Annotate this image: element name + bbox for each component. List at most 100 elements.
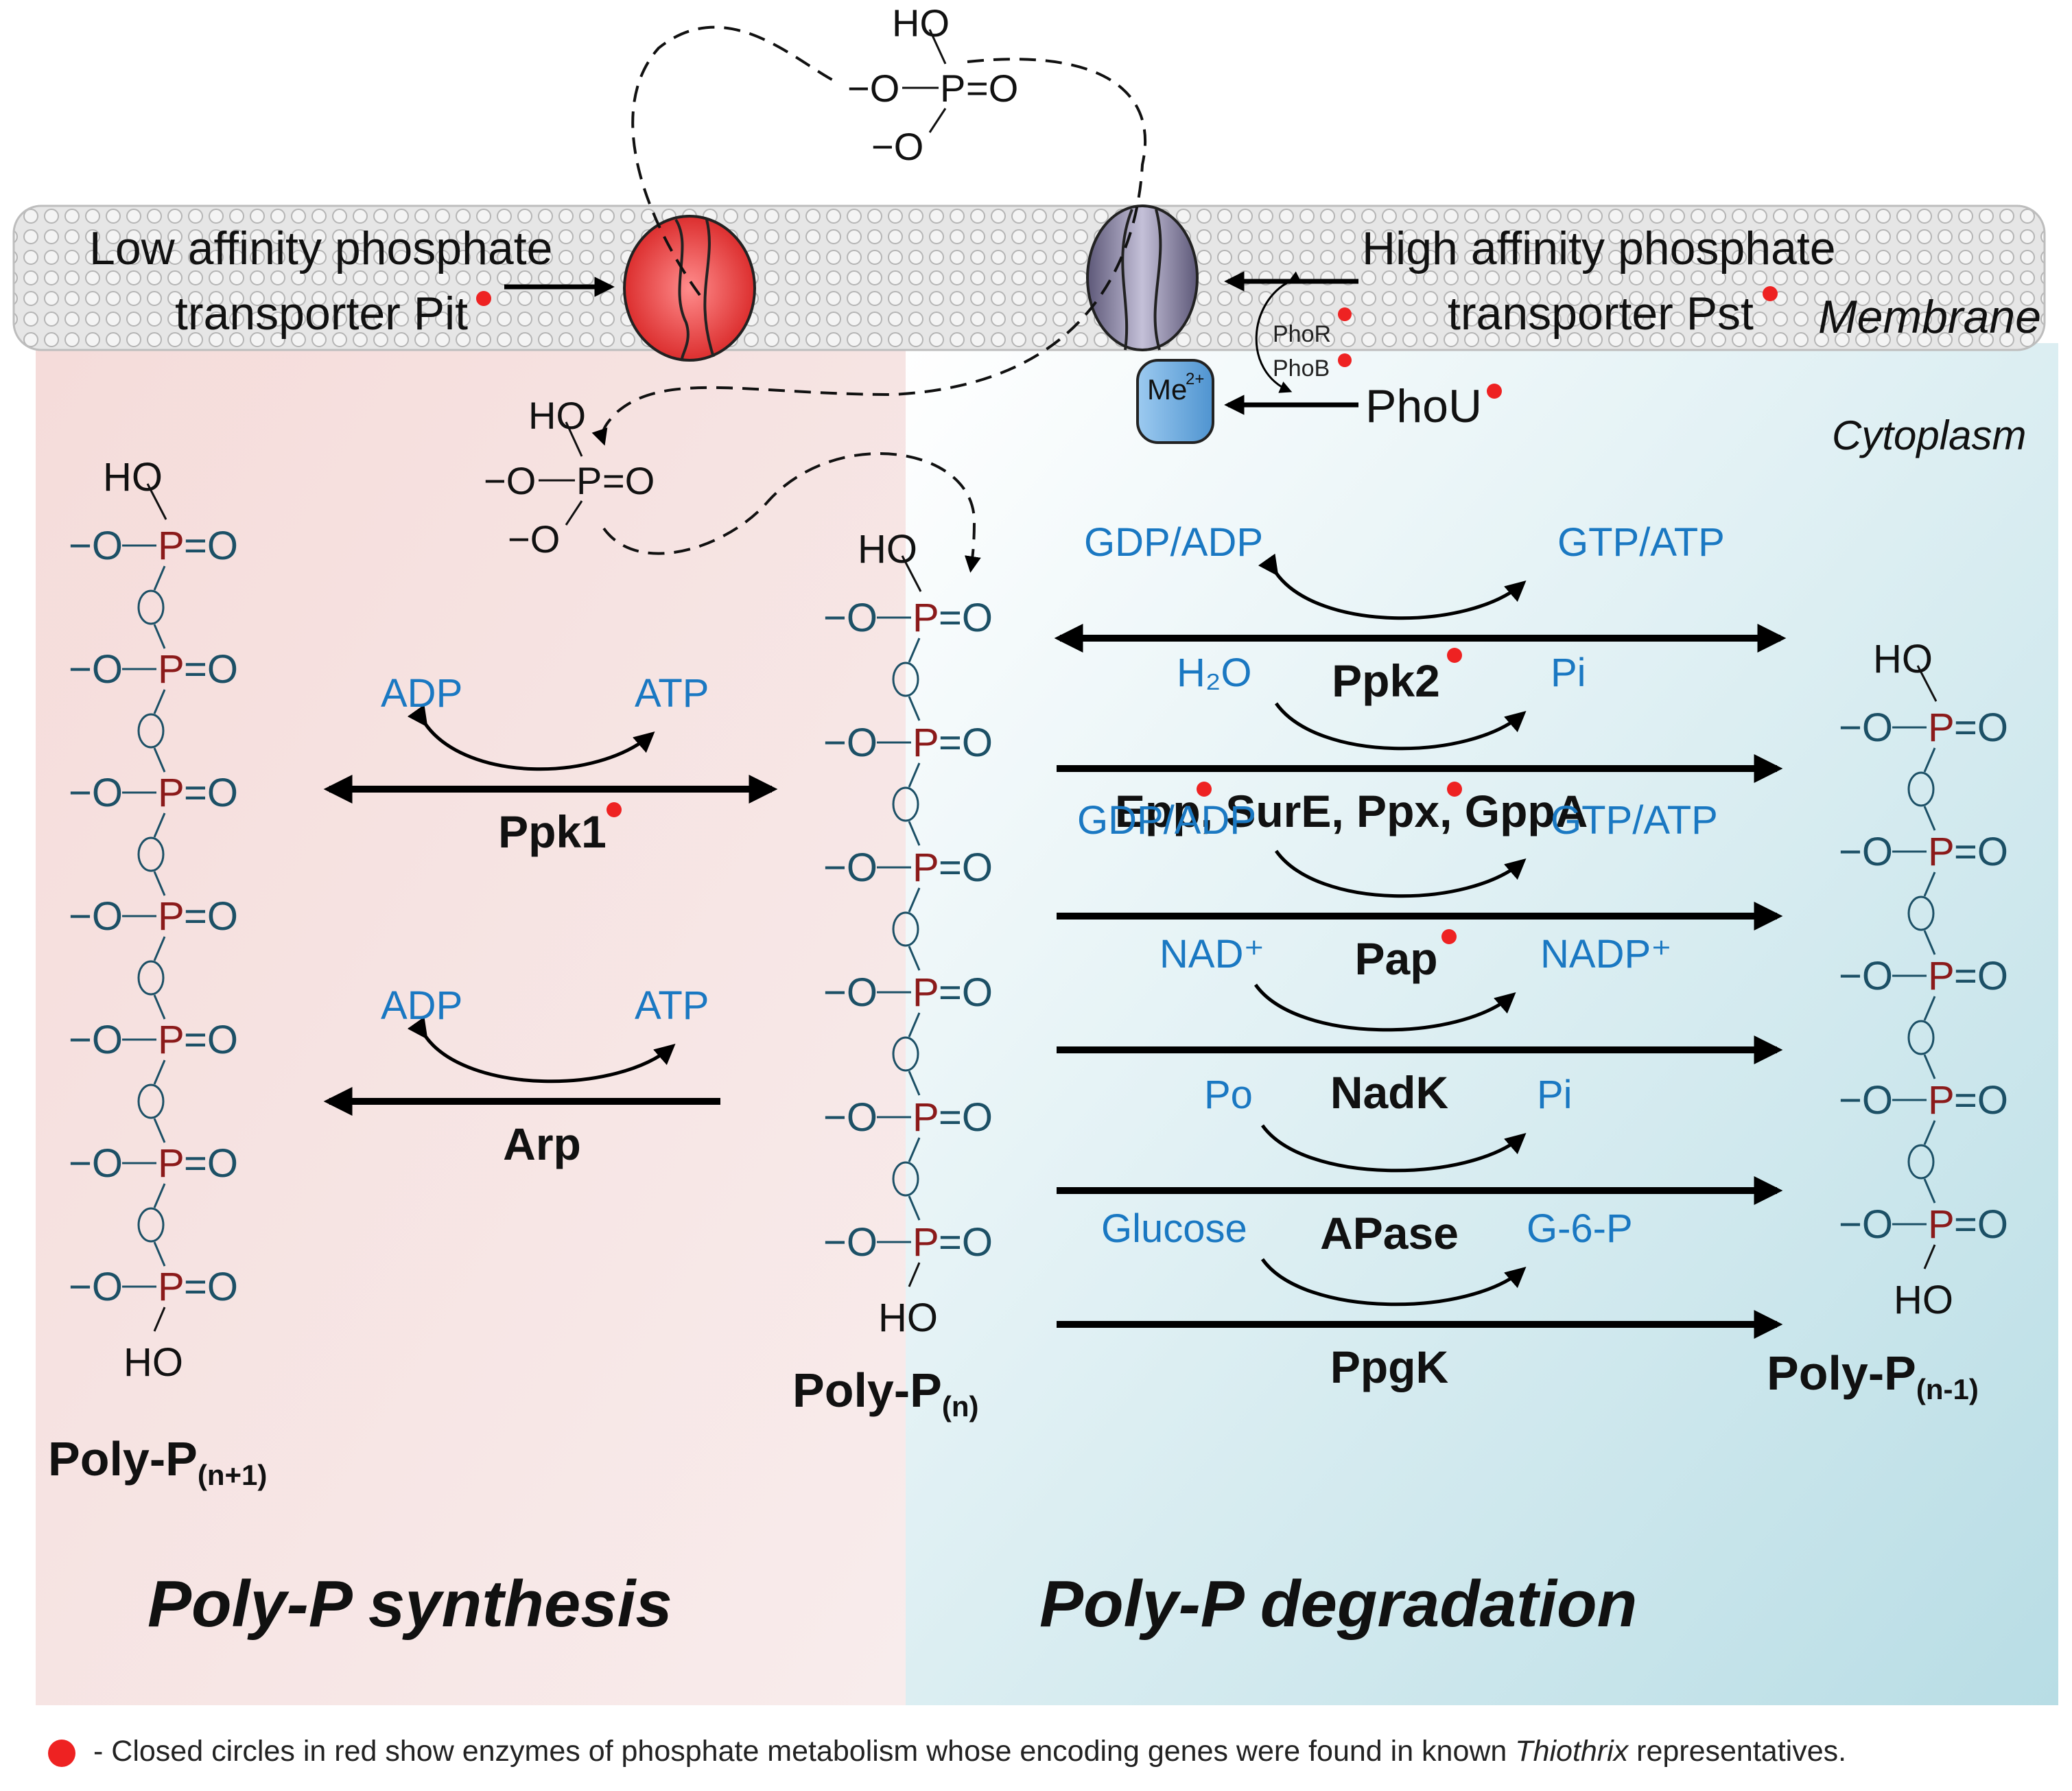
chain-middle-unit-1-eq-o: =O — [939, 721, 993, 765]
chain-left-unit-3-eq-o: =O — [184, 894, 238, 939]
chain-middle-unit-0-p: P — [913, 596, 939, 640]
membrane — [12, 204, 2046, 351]
chain-left-unit-0-eq-o: =O — [184, 524, 238, 568]
chain-right-unit-0-eq-o: =O — [1954, 705, 2008, 750]
phosphate-path — [602, 25, 1147, 443]
pst-transporter — [1086, 204, 1214, 444]
chain-middle-unit-2-bond-down — [908, 887, 921, 913]
phosphate-path-2 — [602, 452, 981, 573]
chain-left-unit-1-bond-down — [153, 689, 166, 714]
pit-label-line-1: Low affinity phosphate — [89, 222, 552, 274]
chain-middle-unit-5-bond-bottom — [908, 1262, 921, 1287]
arp-arc — [407, 1016, 676, 1084]
chain-middle-unit-5-o-minus: −O — [823, 1220, 878, 1265]
chain-middle-unit-2-ring-o — [892, 911, 919, 947]
chain-middle-unit-3-bond-down-2 — [908, 1070, 921, 1096]
chain-left-unit-5-bond-down-2 — [153, 1241, 166, 1267]
ppk2-left-cofactor: GDP/ADP — [1084, 520, 1263, 565]
free-phosphate-mid-bond-top — [565, 421, 583, 457]
chain-right-unit-0-ho-top: HO — [1873, 637, 1933, 681]
phob-label: PhoB — [1273, 355, 1330, 382]
free-phosphate-mid-bond-down — [565, 500, 583, 526]
chain-middle-unit-0-o-minus: −O — [823, 596, 878, 640]
chain-left-unit-0-o-minus: −O — [69, 524, 123, 568]
free-phosphate-mid-o-minus: −O — [484, 459, 536, 502]
phou-marker — [1487, 384, 1502, 399]
polyp-n-plus-1-label: Poly-P(n+1) — [48, 1432, 267, 1491]
pap-marker-0 — [1441, 929, 1457, 944]
chain-left-unit-3-ring-o — [137, 960, 165, 996]
chain-left-unit-6-o-minus: −O — [69, 1265, 123, 1309]
chain-middle-unit-4-bond-down-2 — [908, 1195, 921, 1221]
chain-middle-unit-0-bond-down — [908, 637, 921, 663]
chain-left-unit-5-bond-down — [153, 1183, 166, 1208]
free-phosphate-mid-p: P — [576, 459, 602, 502]
chain-right-unit-1-ring-o — [1907, 896, 1935, 931]
chain-left-unit-6-bond-bottom — [153, 1307, 166, 1332]
chain-right-unit-2-o-minus: −O — [1839, 954, 1893, 998]
membrane-label: Membrane — [1818, 291, 2041, 343]
chain-left-unit-4-p: P — [158, 1018, 185, 1062]
free-phosphate-mid-o-minus-bottom: −O — [508, 517, 560, 561]
chain-right-unit-2-bond-down — [1923, 996, 1936, 1021]
legend: - Closed circles in red show enzymes of … — [48, 1735, 1846, 1768]
chain-middle-unit-0-ring-o — [892, 662, 919, 697]
chain-right-unit-0-ring-o — [1907, 771, 1935, 807]
chain-middle-unit-1-bond-down-2 — [908, 821, 921, 846]
ppk1-right-cofactor: ATP — [635, 671, 709, 716]
chain-left-unit-1-bond-down-2 — [153, 747, 166, 773]
epp-enzyme: Epp, SurE, Ppx, GppA — [1115, 786, 1588, 836]
ppgk-left-cofactor: Glucose — [1101, 1206, 1247, 1251]
free-phosphate-top-eq-o: =O — [966, 67, 1018, 110]
pap-right-cofactor: GTP/ATP — [1551, 798, 1718, 843]
free-phosphate-top-ho: HO — [892, 1, 950, 45]
chain-middle-unit-1-o-minus: −O — [823, 721, 878, 765]
chain-left-unit-0-ho-top: HO — [103, 455, 163, 500]
free-phosphate-mid-eq-o: =O — [602, 459, 655, 502]
me-protein — [1136, 359, 1214, 444]
free-phosphate-top-p: P — [940, 67, 965, 110]
chain-left-unit-5-p: P — [158, 1141, 185, 1186]
chain-left-unit-3-p: P — [158, 894, 185, 939]
chain-middle-unit-3-eq-o: =O — [939, 970, 993, 1015]
chain-right-unit-4-eq-o: =O — [1954, 1202, 2008, 1247]
chain-left-unit-4-o-minus: −O — [69, 1018, 123, 1062]
ppk1-arc — [407, 704, 655, 771]
chain-right-unit-3-bond-down — [1923, 1120, 1936, 1145]
chain-middle-unit-2-o-minus: −O — [823, 845, 878, 890]
chain-left-unit-2-p: P — [158, 771, 185, 815]
chain-right-unit-0-bond-down — [1923, 747, 1936, 773]
nadk-left-cofactor: NAD⁺ — [1159, 932, 1264, 976]
pst-marker — [1763, 286, 1778, 301]
chain-left-unit-4-bond-down-2 — [153, 1118, 166, 1143]
nadk: NAD⁺NADP⁺NadK — [1057, 932, 1783, 1118]
chain-left-unit-0-ring-o — [137, 589, 165, 625]
polyp-n-minus-1-label: Poly-P(n-1) — [1767, 1346, 1979, 1405]
apase-arc — [1260, 1124, 1527, 1173]
chain-left-unit-2-bond-down — [153, 812, 166, 838]
arp-enzyme: Arp — [503, 1119, 581, 1169]
chain-middle-unit-5-eq-o: =O — [939, 1220, 993, 1265]
chain-left-unit-5-ring-o — [137, 1207, 165, 1243]
ppk1-enzyme: Ppk1 — [498, 806, 607, 857]
nadk-right-cofactor: NADP⁺ — [1540, 932, 1672, 976]
ppk2-arc — [1258, 553, 1527, 620]
chain-left-unit-0-bond-top — [146, 483, 167, 520]
chain-right-unit-3-eq-o: =O — [1954, 1078, 2008, 1123]
pst-label-line-2: transporter Pst — [1448, 288, 1754, 340]
chain-right-unit-3-o-minus: −O — [1839, 1078, 1893, 1123]
chain-right-unit-3-p: P — [1928, 1078, 1955, 1123]
chain-right-unit-0-o-minus: −O — [1839, 705, 1893, 750]
chain-left-unit-3-bond-down-2 — [153, 994, 166, 1020]
arp-right-cofactor: ATP — [635, 983, 709, 1028]
chain-middle-unit-3-o-minus: −O — [823, 970, 878, 1015]
ppgk-right-cofactor: G-6-P — [1527, 1206, 1633, 1251]
chain-middle-unit-0-ho-top: HO — [858, 527, 917, 572]
chain-right-unit-1-eq-o: =O — [1954, 830, 2008, 874]
